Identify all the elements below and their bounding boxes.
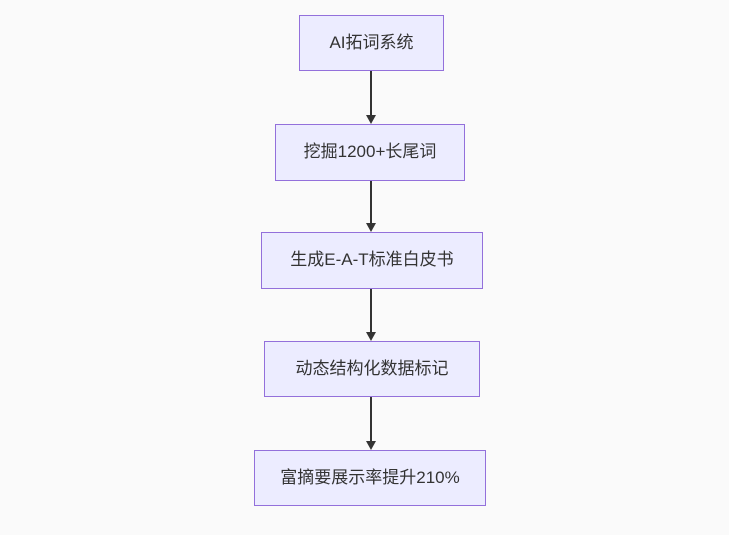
flowchart-node-3: 生成E-A-T标准白皮书 <box>261 232 483 289</box>
arrow-1-head-icon <box>366 115 376 124</box>
flowchart-node-2: 挖掘1200+长尾词 <box>275 124 465 181</box>
arrow-3-shaft <box>370 289 372 333</box>
flowchart-node-4: 动态结构化数据标记 <box>264 341 480 397</box>
arrow-4-shaft <box>370 397 372 442</box>
arrow-2-shaft <box>370 181 372 224</box>
flowchart-node-1: AI拓词系统 <box>299 15 444 71</box>
flowchart-node-5: 富摘要展示率提升210% <box>254 450 486 506</box>
arrow-3-head-icon <box>366 332 376 341</box>
arrow-4-head-icon <box>366 441 376 450</box>
arrow-1-shaft <box>370 71 372 116</box>
arrow-2-head-icon <box>366 223 376 232</box>
